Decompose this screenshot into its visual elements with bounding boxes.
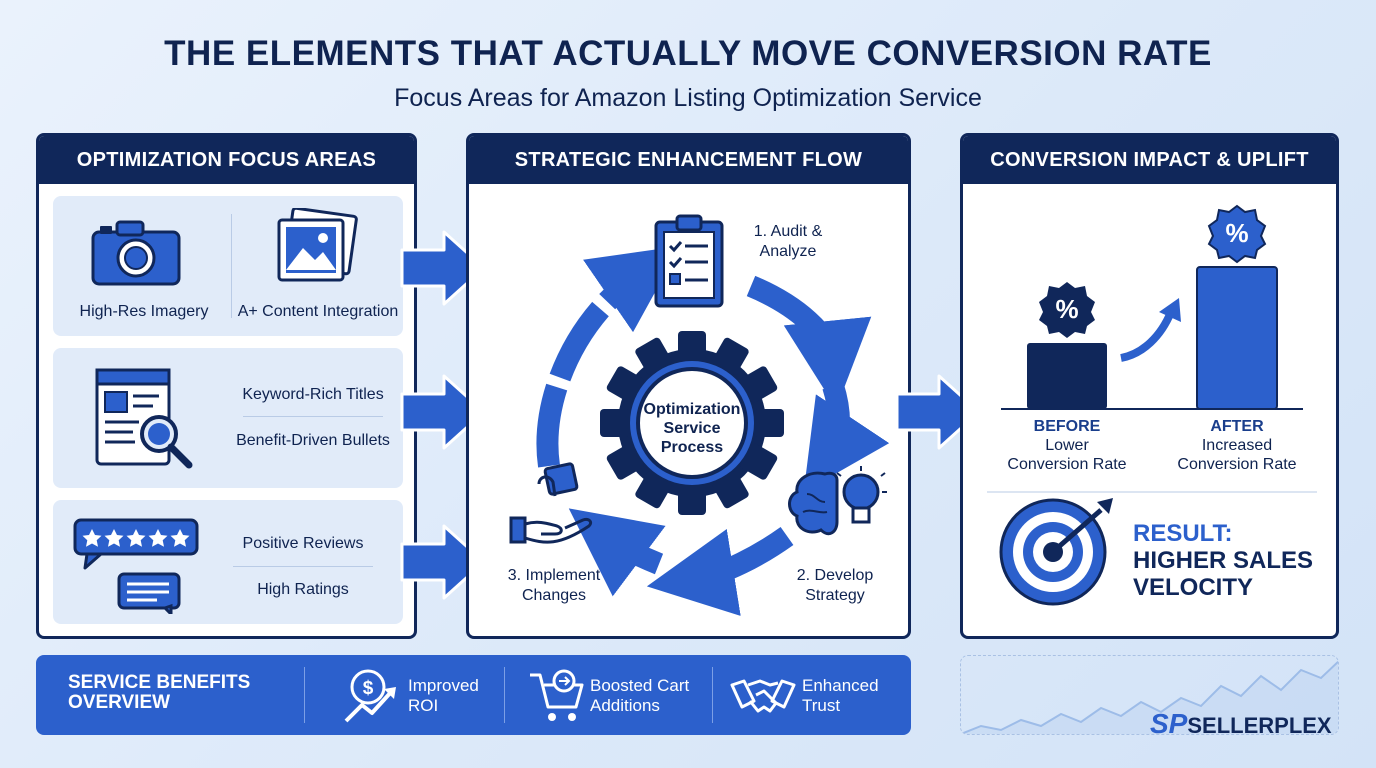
brand-prefix: SP: [1150, 708, 1188, 739]
impact-panel-header: CONVERSION IMPACT & UPLIFT: [963, 136, 1336, 184]
conversion-impact-panel: CONVERSION IMPACT & UPLIFT % %: [960, 133, 1339, 639]
step-1-label: 1. Audit & Analyze: [733, 222, 843, 262]
before-title: BEFORE: [1033, 418, 1101, 435]
gear-icon: [600, 331, 784, 515]
clipboard-icon: [654, 214, 724, 308]
benefit-roi: Improved ROI: [408, 676, 508, 716]
flow-arrow-2: [400, 374, 486, 450]
reviews-icon: [73, 518, 199, 614]
step-1-line-1: 1. Audit &: [753, 223, 823, 240]
svg-text:$: $: [363, 678, 374, 699]
benefit-cart-2: Additions: [590, 696, 660, 715]
after-desc-2: Conversion Rate: [1177, 456, 1297, 473]
brand-name: SELLERPLEX: [1187, 713, 1332, 738]
hand-icon: [509, 462, 593, 544]
brand-logo: SPSELLERPLEX: [1150, 708, 1332, 740]
result-line-2: VELOCITY: [1133, 574, 1254, 601]
bullets-label: Benefit-Driven Bullets: [236, 432, 390, 449]
benefits-separator-2: [504, 667, 505, 723]
step-1-line-2: Analyze: [759, 243, 817, 260]
brain-bulb-icon: [788, 466, 887, 536]
benefit-roi-2: ROI: [408, 696, 439, 715]
before-label: BEFORE Lower Conversion Rate: [987, 417, 1147, 474]
camera-icon: [91, 220, 181, 286]
after-desc-1: Increased: [1201, 437, 1273, 454]
keyword-card: Keyword-Rich Titles Benefit-Driven Bulle…: [53, 348, 403, 488]
imagery-card: High-Res Imagery A+ Content Integration: [53, 196, 403, 336]
before-badge-symbol: %: [1055, 294, 1079, 324]
benefits-separator-1: [304, 667, 305, 723]
cart-icon: [530, 669, 584, 721]
sales-trend-graphic: [961, 660, 1338, 734]
page-subtitle: Focus Areas for Amazon Listing Optimizat…: [394, 84, 982, 112]
step-3-label: 3. Implement Changes: [489, 566, 619, 606]
step-2-label: 2. Develop Strategy: [775, 566, 895, 606]
service-benefits-bar: SERVICE BENEFITS OVERVIEW $ Improved ROI…: [36, 655, 911, 735]
benefit-trust-2: Trust: [802, 696, 841, 715]
gear-line-1: Optimization: [643, 401, 741, 418]
flow-arrow-4: [895, 374, 981, 450]
before-desc-1: Lower: [1045, 437, 1089, 454]
before-badge-icon: [1039, 282, 1095, 338]
optimization-focus-panel: OPTIMIZATION FOCUS AREAS High-Res Imager…: [36, 133, 417, 639]
benefit-cart: Boosted Cart Additions: [590, 676, 720, 716]
gear-label: Optimization Service Process: [629, 400, 755, 457]
gallery-icon: [277, 208, 358, 282]
benefit-trust-1: Enhanced: [802, 676, 879, 695]
search-document-icon: [95, 368, 193, 469]
imagery-label: High-Res Imagery: [79, 303, 209, 320]
benefits-separator-3: [712, 667, 713, 723]
uplift-arrow-head: [1159, 298, 1181, 322]
cycle-arrows: [536, 245, 890, 616]
flow-arrow-3: [400, 524, 486, 600]
sales-trend-box: [960, 655, 1339, 735]
benefit-roi-1: Improved: [408, 676, 479, 695]
imagery-divider: [231, 214, 232, 318]
reviews-label: Positive Reviews: [242, 535, 364, 552]
focus-panel-header: OPTIMIZATION FOCUS AREAS: [39, 136, 414, 184]
benefits-title-2: OVERVIEW: [68, 692, 171, 713]
result-block: RESULT: HIGHER SALES VELOCITY: [1133, 520, 1333, 601]
keyword-divider: [243, 416, 383, 417]
flow-arrow-1: [400, 230, 486, 306]
benefit-trust: Enhanced Trust: [802, 676, 902, 716]
roi-icon: $: [344, 669, 396, 723]
benefits-title-1: SERVICE BENEFITS: [68, 672, 251, 693]
step-2-line-1: 2. Develop: [796, 567, 874, 584]
before-after-chart: [987, 204, 1317, 606]
before-bar: [1027, 343, 1107, 409]
page-title: THE ELEMENTS THAT ACTUALLY MOVE CONVERSI…: [164, 34, 1212, 73]
result-title: RESULT:: [1133, 520, 1233, 547]
step-3-line-1: 3. Implement: [507, 567, 601, 584]
step-2-line-2: Strategy: [805, 587, 865, 604]
uplift-arrow: [1120, 310, 1175, 362]
flow-panel-header: STRATEGIC ENHANCEMENT FLOW: [469, 136, 908, 184]
result-line-1: HIGHER SALES: [1133, 547, 1314, 574]
handshake-icon: [730, 679, 796, 713]
benefit-cart-1: Boosted Cart: [590, 676, 690, 695]
step-3-line-2: Changes: [521, 587, 587, 604]
reviews-card: Positive Reviews High Ratings: [53, 500, 403, 624]
after-bar: [1196, 266, 1278, 410]
reviews-divider: [233, 566, 373, 567]
enhancement-flow-panel: STRATEGIC ENHANCEMENT FLOW: [466, 133, 911, 639]
after-label: AFTER Increased Conversion Rate: [1157, 417, 1317, 474]
gear-line-2: Service: [663, 420, 721, 437]
gear-line-3: Process: [660, 439, 724, 456]
benefits-title: SERVICE BENEFITS OVERVIEW: [68, 673, 288, 713]
target-icon: [999, 498, 1113, 606]
aplus-label: A+ Content Integration: [237, 303, 399, 320]
before-desc-2: Conversion Rate: [1007, 456, 1127, 473]
after-title: AFTER: [1210, 418, 1264, 435]
after-badge-icon: [1207, 204, 1267, 264]
titles-label: Keyword-Rich Titles: [242, 386, 384, 403]
after-badge-symbol: %: [1225, 218, 1249, 248]
ratings-label: High Ratings: [257, 581, 349, 598]
